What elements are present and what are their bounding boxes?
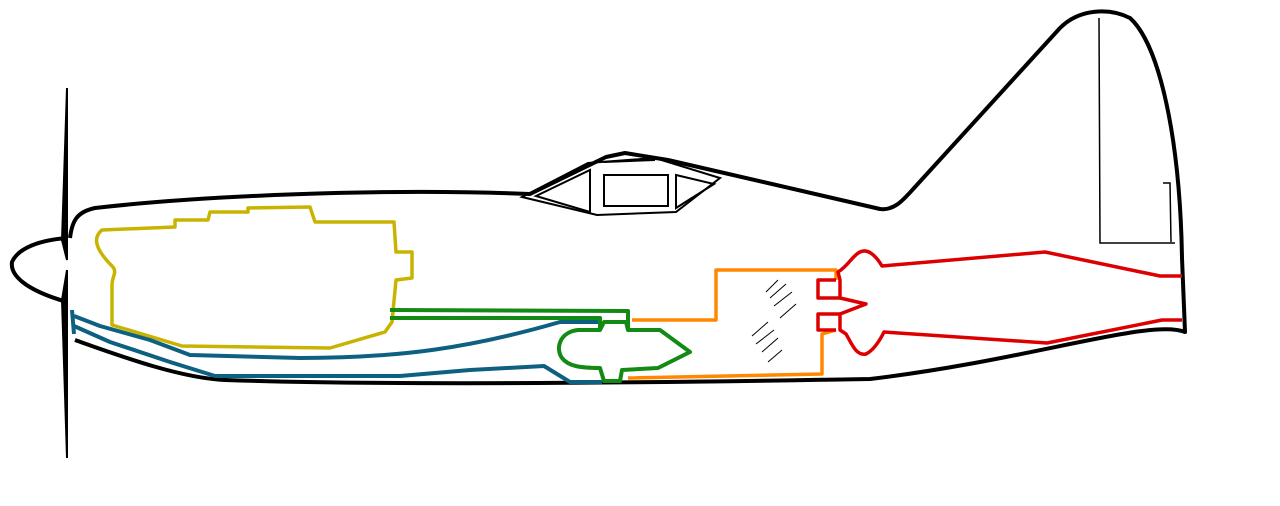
- intake-duct-outer: [73, 324, 602, 384]
- propeller-blade-upper: [60, 87, 68, 261]
- canopy-outline: [519, 156, 723, 217]
- propeller-blade-lower: [60, 269, 68, 459]
- rudder-hinge-line: [1098, 17, 1175, 244]
- intake-duct-inner: [73, 314, 600, 360]
- fuselage-outline: [68, 9, 1187, 386]
- canopy-mid-pane: [603, 174, 669, 207]
- trim-tab: [1163, 182, 1172, 243]
- exhaust-lower-wall: [816, 312, 1182, 356]
- fuel-system: [389, 308, 692, 383]
- exhaust-duct: [816, 249, 1182, 356]
- intake-duct-lip: [70, 309, 76, 335]
- chamber-hatching: [751, 279, 797, 363]
- canopy-rear-pane: [675, 173, 717, 210]
- spinner: [9, 236, 68, 304]
- exhaust-flame-holder: [839, 296, 868, 316]
- combustion-chamber-outline: [627, 268, 838, 380]
- intake-duct: [70, 309, 602, 384]
- canopy: [519, 156, 723, 217]
- canopy-rail: [603, 159, 656, 163]
- combustion-chamber: [627, 268, 838, 380]
- fuel-injector-body: [557, 320, 692, 383]
- propeller: [60, 87, 68, 459]
- canopy-front-pane: [533, 168, 591, 214]
- exhaust-upper-wall: [816, 249, 1182, 300]
- tail-fin: [1098, 17, 1175, 244]
- engine: [94, 205, 414, 350]
